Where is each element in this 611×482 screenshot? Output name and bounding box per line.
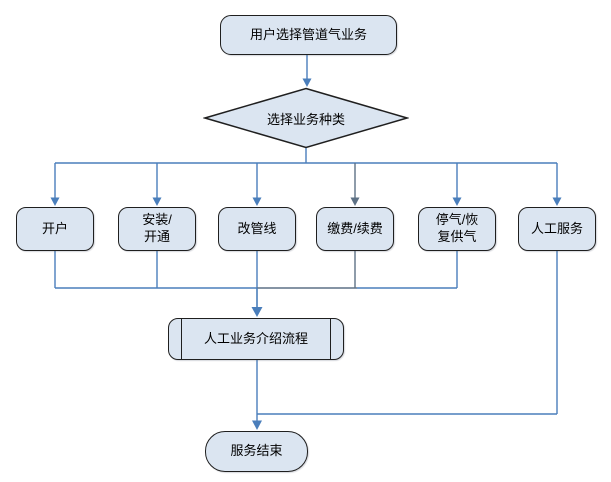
node-label: 用户选择管道气业务 [249, 26, 367, 42]
node-label: 缴费/续费 [327, 220, 383, 236]
node-label: 改管线 [237, 220, 277, 236]
node-label: 开户 [41, 220, 68, 236]
node-label: 人工服务 [530, 220, 583, 236]
edge-decision-to-rail [50, 147, 562, 206]
node-process-intro: 人工业务介绍流程 [168, 318, 344, 360]
branch-pay-renew: 缴费/续费 [316, 207, 394, 251]
node-label: 人工业务介绍流程 [203, 330, 308, 346]
node-label: 安装/ [142, 212, 172, 228]
diamond-shape [203, 87, 409, 149]
node-label: 服务结束 [230, 443, 283, 459]
edge-process-and-manual-to-end [252, 250, 558, 430]
node-decision: 选择业务种类 [203, 87, 409, 149]
node-label: 停气/恢 [435, 212, 479, 228]
edge-start-to-decision [302, 55, 312, 87]
branch-open-account: 开户 [16, 207, 94, 251]
node-start: 用户选择管道气业务 [220, 15, 397, 55]
branch-change-pipeline: 改管线 [218, 207, 296, 251]
branch-stop-restore-gas: 停气/恢 复供气 [418, 207, 496, 251]
edge-collector-to-process [251, 288, 263, 317]
branch-manual-service: 人工服务 [518, 207, 596, 251]
branch-install-activate: 安装/ 开通 [118, 207, 196, 251]
node-label: 开通 [143, 229, 170, 244]
edge-branches-to-collector [54, 250, 458, 289]
node-end: 服务结束 [205, 431, 308, 472]
node-label: 选择业务种类 [266, 111, 345, 127]
node-label: 复供气 [437, 229, 477, 244]
predefined-process-bar [181, 318, 182, 360]
predefined-process-bar [330, 318, 331, 360]
